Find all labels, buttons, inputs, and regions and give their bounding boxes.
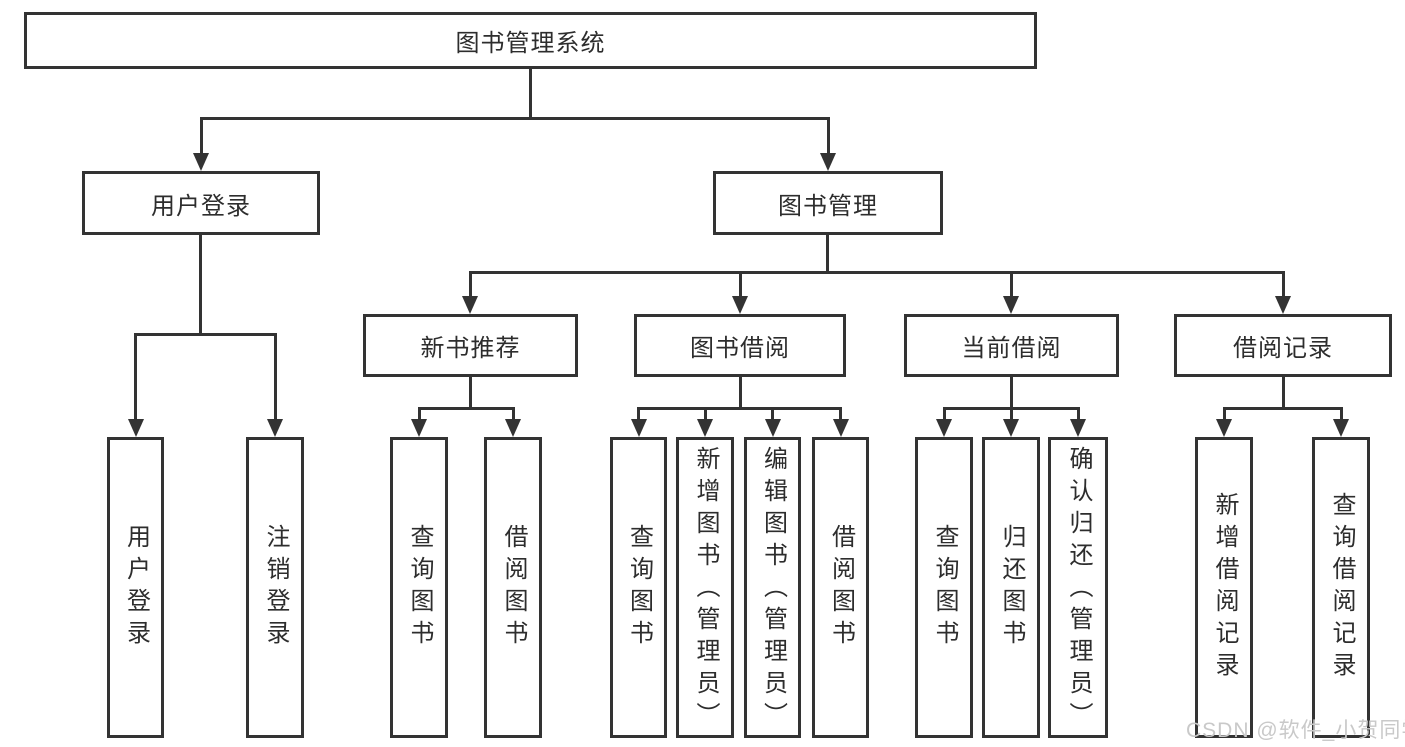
arrowhead-down-icon: [1003, 296, 1019, 314]
connector-line: [418, 407, 421, 421]
arrowhead-down-icon: [193, 153, 209, 171]
node-book-management: 图书管理: [713, 171, 943, 235]
leaf-label: 借阅图书: [500, 523, 527, 652]
node-book-borrowing: 图书借阅: [634, 314, 846, 377]
connector-line: [274, 333, 277, 421]
connector-line: [1282, 377, 1285, 409]
connector-line: [1340, 407, 1343, 421]
connector-line: [739, 271, 742, 299]
arrowhead-down-icon: [697, 419, 713, 437]
leaf-confirm-return-admin: 确认归还（管理员）: [1048, 437, 1108, 738]
node-label: 图书管理系统: [455, 30, 606, 57]
arrowhead-down-icon: [1275, 296, 1291, 314]
connector-line: [200, 117, 830, 120]
leaf-borrow-books: 借阅图书: [812, 437, 869, 738]
node-label: 图书管理: [778, 192, 878, 220]
arrowhead-down-icon: [1070, 419, 1086, 437]
leaf-borrow-books: 借阅图书: [484, 437, 542, 738]
connector-line: [704, 407, 707, 421]
connector-line: [1282, 271, 1285, 299]
connector-line: [1223, 407, 1226, 421]
arrowhead-down-icon: [505, 419, 521, 437]
leaf-label: 确认归还（管理员）: [1065, 446, 1092, 734]
connector-line: [637, 407, 640, 421]
node-label: 图书借阅: [690, 335, 790, 362]
arrowhead-down-icon: [411, 419, 427, 437]
connector-line: [1223, 407, 1343, 410]
watermark: CSDN @软件_小贺同学: [1186, 719, 1405, 742]
connector-line: [943, 407, 946, 421]
arrowhead-down-icon: [732, 296, 748, 314]
connector-line: [469, 271, 472, 299]
connector-line: [512, 407, 515, 421]
arrowhead-down-icon: [128, 419, 144, 437]
node-current-borrowing: 当前借阅: [904, 314, 1119, 377]
arrowhead-down-icon: [1003, 419, 1019, 437]
leaf-label: 借阅图书: [827, 523, 855, 652]
leaf-return-books: 归还图书: [982, 437, 1040, 738]
arrowhead-down-icon: [765, 419, 781, 437]
connector-line: [839, 407, 842, 421]
leaf-label: 查询图书: [406, 523, 433, 652]
node-label: 新书推荐: [420, 335, 521, 362]
arrowhead-down-icon: [1216, 419, 1232, 437]
node-label: 当前借阅: [961, 335, 1062, 362]
leaf-query-books: 查询图书: [610, 437, 667, 738]
arrowhead-down-icon: [936, 419, 952, 437]
leaf-query-borrow-record: 查询借阅记录: [1312, 437, 1370, 738]
leaf-add-borrow-record: 新增借阅记录: [1195, 437, 1253, 738]
connector-line: [199, 235, 202, 335]
connector-line: [134, 333, 137, 421]
leaf-label: 归还图书: [998, 523, 1025, 652]
leaf-label: 注销登录: [262, 523, 289, 652]
connector-line: [418, 407, 515, 410]
node-label: 借阅记录: [1233, 335, 1333, 362]
connector-line: [469, 271, 1285, 274]
connector-line: [637, 407, 842, 410]
connector-line: [1077, 407, 1080, 421]
node-new-book-recommend: 新书推荐: [363, 314, 578, 377]
arrowhead-down-icon: [1333, 419, 1349, 437]
leaf-add-books-admin: 新增图书（管理员）: [676, 437, 734, 738]
arrowhead-down-icon: [267, 419, 283, 437]
connector-line: [1010, 271, 1013, 299]
node-user-login: 用户登录: [82, 171, 320, 235]
leaf-label: 新增图书（管理员）: [692, 446, 719, 734]
leaf-logout: 注销登录: [246, 437, 304, 738]
node-borrowing-records: 借阅记录: [1174, 314, 1392, 377]
connector-line: [200, 117, 203, 157]
connector-line: [827, 117, 830, 157]
leaf-label: 查询图书: [931, 523, 958, 652]
connector-line: [1010, 407, 1013, 421]
connector-line: [529, 69, 532, 119]
connector-line: [739, 377, 742, 409]
leaf-label: 查询图书: [625, 523, 653, 652]
leaf-label: 查询借阅记录: [1328, 491, 1355, 684]
arrowhead-down-icon: [820, 153, 836, 171]
connector-line: [826, 235, 829, 273]
leaf-label: 用户登录: [122, 523, 150, 652]
connector-line: [771, 407, 774, 421]
node-library-management-system: 图书管理系统: [24, 12, 1037, 69]
leaf-query-books: 查询图书: [915, 437, 973, 738]
connector-line: [469, 377, 472, 409]
leaf-user-login: 用户登录: [107, 437, 164, 738]
arrowhead-down-icon: [631, 419, 647, 437]
leaf-query-books: 查询图书: [390, 437, 448, 738]
leaf-label: 新增借阅记录: [1211, 491, 1238, 684]
leaf-edit-books-admin: 编辑图书（管理员）: [744, 437, 801, 738]
node-label: 用户登录: [151, 192, 251, 220]
connector-line: [134, 333, 277, 336]
leaf-label: 编辑图书（管理员）: [759, 446, 787, 734]
arrowhead-down-icon: [833, 419, 849, 437]
connector-line: [1010, 377, 1013, 409]
arrowhead-down-icon: [462, 296, 478, 314]
